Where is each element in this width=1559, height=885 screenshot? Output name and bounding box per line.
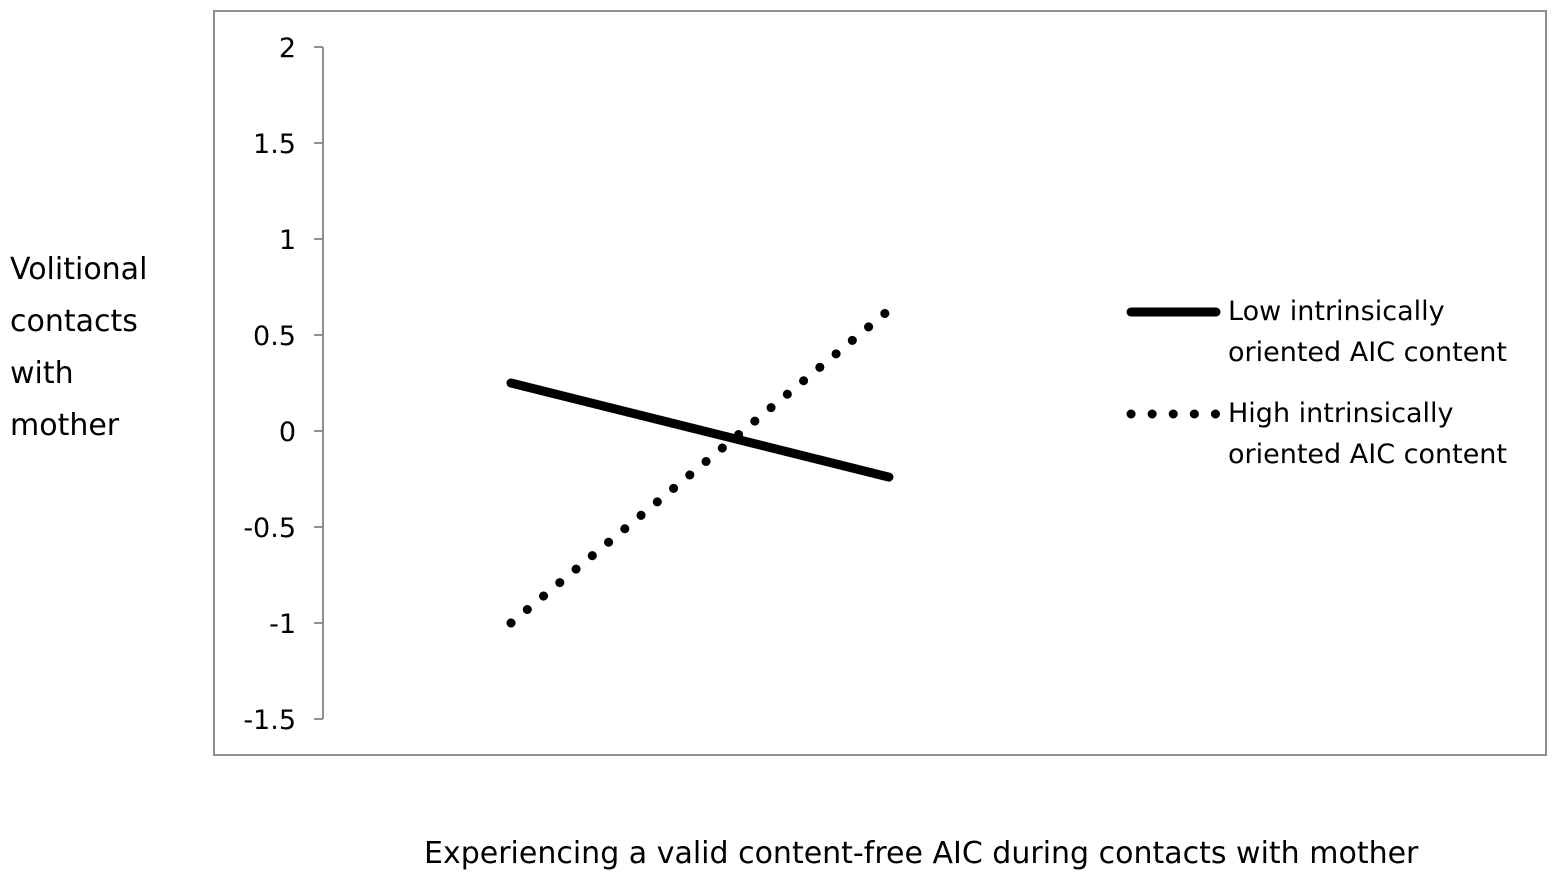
- series-line-high: [506, 305, 894, 628]
- y-tick-label: 1: [279, 225, 296, 256]
- legend-label-high: High intrinsically oriented AIC content: [1228, 393, 1548, 475]
- y-axis-label-line: with: [10, 356, 74, 391]
- y-tick-label: -1.5: [243, 705, 296, 736]
- legend-label-line: Low intrinsically: [1228, 296, 1445, 327]
- legend-label-line: High intrinsically: [1228, 398, 1454, 429]
- y-axis-label-line: mother: [10, 408, 120, 443]
- series-line-low: [506, 378, 894, 482]
- y-axis-label: Volitional contacts with mother: [10, 244, 200, 452]
- legend-item-low: Low intrinsically oriented AIC content: [1220, 291, 1548, 373]
- legend-label-low: Low intrinsically oriented AIC content: [1228, 291, 1548, 373]
- y-axis-label-line: Volitional: [10, 252, 148, 287]
- y-tick-label: 0: [279, 417, 296, 448]
- y-tick-label: 2: [279, 33, 296, 64]
- y-tick-label: 0.5: [253, 321, 296, 352]
- legend-item-high: High intrinsically oriented AIC content: [1220, 393, 1548, 475]
- legend-swatches: [1126, 307, 1221, 419]
- y-tick-label: 1.5: [253, 129, 296, 160]
- y-tick-label: -0.5: [243, 513, 296, 544]
- plot-area-frame: [213, 10, 1547, 756]
- y-axis-ticks: 2 1.5 1 0.5 0 -0.5 -1 -1.5: [243, 33, 323, 736]
- legend-label-line: oriented AIC content: [1228, 337, 1508, 368]
- legend-label-line: oriented AIC content: [1228, 439, 1508, 470]
- y-tick-label: -1: [269, 609, 296, 640]
- y-axis-label-line: contacts: [10, 304, 138, 339]
- series-layer: [506, 305, 894, 628]
- x-axis-label: Experiencing a valid content-free AIC du…: [424, 836, 1419, 871]
